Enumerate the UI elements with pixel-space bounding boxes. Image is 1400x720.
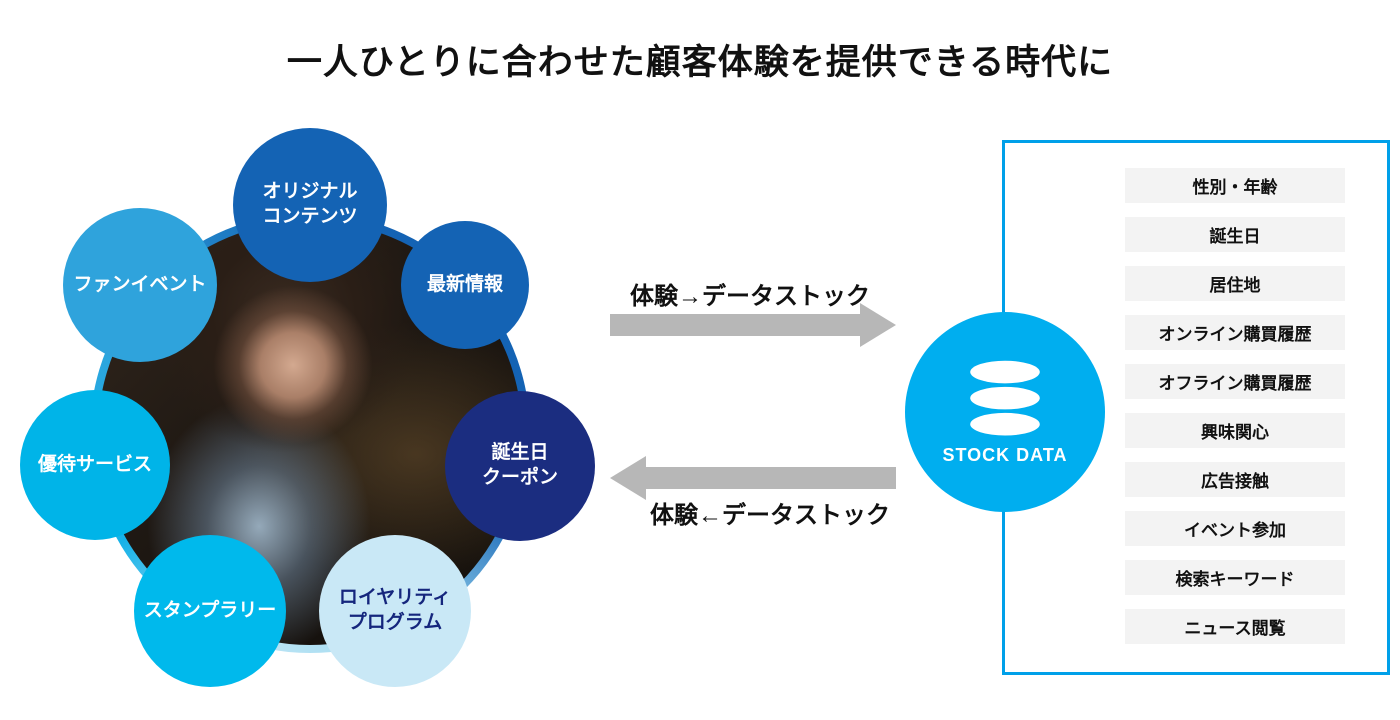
stock-item: 居住地 (1125, 266, 1345, 301)
bubble-latest-info: 最新情報 (401, 221, 529, 349)
bubble-original-content: オリジナル コンテンツ (233, 128, 387, 282)
bubble-fan-event: ファンイベント (63, 208, 217, 362)
database-icon (970, 360, 1040, 436)
arrow-from-stock (646, 467, 896, 489)
stock-item-list: 性別・年齢 誕生日 居住地 オンライン購買履歴 オフライン購買履歴 興味関心 広… (1125, 168, 1345, 644)
bubble-stamp-rally: スタンプラリー (134, 535, 286, 687)
arrow-to-stock (610, 314, 860, 336)
page-title: 一人ひとりに合わせた顧客体験を提供できる時代に (286, 43, 1114, 82)
bubble-birthday-coupon: 誕生日 クーポン (445, 391, 595, 541)
stock-item: オンライン購買履歴 (1125, 315, 1345, 350)
stock-item: 誕生日 (1125, 217, 1345, 252)
bubble-loyalty-program: ロイヤリティ プログラム (319, 535, 471, 687)
stock-item: オフライン購買履歴 (1125, 364, 1345, 399)
arrow-from-stock-head-icon (610, 456, 646, 500)
stock-item: 性別・年齢 (1125, 168, 1345, 203)
stock-item: イベント参加 (1125, 511, 1345, 546)
stock-item: 検索キーワード (1125, 560, 1345, 595)
flow-from-stock-label: 体験←データストック (650, 502, 890, 529)
arrow-to-stock-head-icon (860, 303, 896, 347)
stock-data-circle: STOCK DATA (905, 312, 1105, 512)
bubble-member-benefits: 優待サービス (20, 390, 170, 540)
stock-item: 興味関心 (1125, 413, 1345, 448)
stock-item: ニュース閲覧 (1125, 609, 1345, 644)
flow-to-stock-label: 体験→データストック (630, 283, 870, 310)
stock-item: 広告接触 (1125, 462, 1345, 497)
stock-data-label: STOCK DATA (942, 444, 1068, 465)
